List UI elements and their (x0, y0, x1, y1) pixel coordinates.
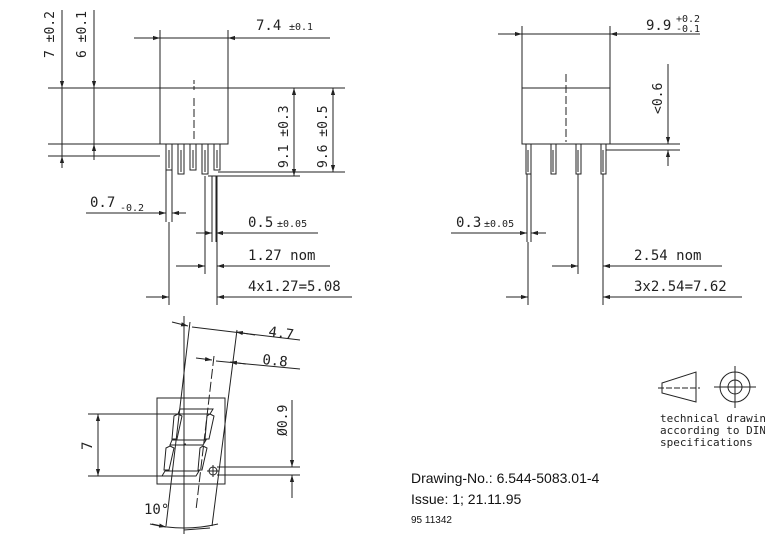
front-view (48, 10, 352, 305)
dim-span-front: 4x1.27=5.08 (248, 279, 341, 295)
dim-side-pin: 0.3 (456, 215, 481, 231)
din-note-line-3: specifications (660, 436, 753, 449)
front-pins (165, 143, 221, 175)
din-note-line-1: technical drawings (660, 412, 765, 425)
dim-dp-dia: Ø0.9 (276, 405, 291, 436)
digit-view (88, 316, 301, 534)
dim-pin-width-tol: -0.2 (120, 203, 144, 214)
issue-line: Issue: 1; 21.11.95 (411, 491, 522, 507)
side-pins (525, 143, 607, 175)
dim-digit-height: 7 (80, 442, 96, 450)
seven-segment-digit (161, 408, 219, 477)
dim-front-height-inner: 6 ±0.1 (75, 11, 90, 58)
dim-slant: 10° (144, 502, 169, 518)
dim-side-offset: <0.6 (651, 83, 666, 114)
dim-front-width-tol: ±0.1 (289, 22, 313, 33)
dim-front-height-outer: 7 ±0.2 (43, 11, 58, 58)
din-projection-symbol (658, 366, 756, 408)
dim-front-h1: 9.1 ±0.3 (277, 105, 292, 168)
dim-pitch-side: 2.54 nom (634, 248, 701, 264)
din-note-line-2: according to DIN (660, 424, 765, 437)
dim-side-pin-tol: ±0.05 (484, 219, 514, 230)
dim-pin-width: 0.7 (90, 195, 115, 211)
side-view (451, 26, 742, 305)
dim-span-side: 3x2.54=7.62 (634, 279, 727, 295)
dim-pin-thick: 0.5 (248, 215, 273, 231)
dim-seg-width: 0.8 (262, 352, 289, 371)
dim-digit-width: 4.7 (267, 324, 294, 343)
dim-front-width: 7.4 (256, 18, 281, 34)
drawing-number: Drawing-No.: 6.544-5083.01-4 (411, 470, 600, 486)
document-code: 95 11342 (411, 515, 452, 526)
dim-pitch-front: 1.27 nom (248, 248, 315, 264)
dim-side-width: 9.9 (646, 18, 671, 34)
dim-side-width-tol-plus: +0.2 (676, 14, 700, 25)
dim-side-width-tol-minus: -0.1 (676, 24, 700, 35)
dim-pin-thick-tol: ±0.05 (277, 219, 307, 230)
dim-front-h2: 9.6 ±0.5 (316, 105, 331, 168)
